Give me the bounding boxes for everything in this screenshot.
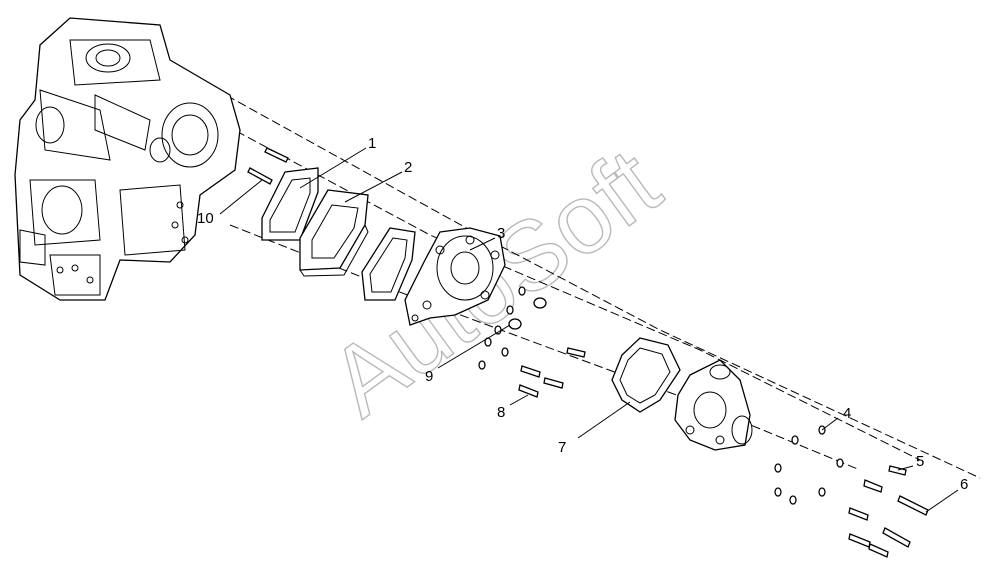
callout-labels: 1 2 3 4 5 6 7 8 9 10 [197,135,968,493]
callout-10: 10 [197,210,214,227]
assembly-axis-lines [89,19,981,479]
callout-1: 1 [368,135,376,152]
bolts-group-8 [518,347,586,398]
transmission-housing [14,17,241,301]
leader-lines [219,147,959,513]
callout-6: 6 [960,476,968,493]
spacer-plate [299,189,369,277]
studs [247,147,289,185]
bolts-group-5-6 [848,465,929,558]
callout-3: 3 [497,225,505,242]
callout-9: 9 [425,368,433,385]
washers-group-9 [478,286,547,370]
callout-8: 8 [497,404,505,421]
callout-2: 2 [404,159,412,176]
callout-4: 4 [843,405,851,422]
gasket-2 [361,227,416,301]
pump-body [674,359,753,451]
callout-7: 7 [558,439,566,456]
washers-group-4 [774,425,844,505]
pump-cover [404,227,506,326]
callout-5: 5 [916,453,924,470]
